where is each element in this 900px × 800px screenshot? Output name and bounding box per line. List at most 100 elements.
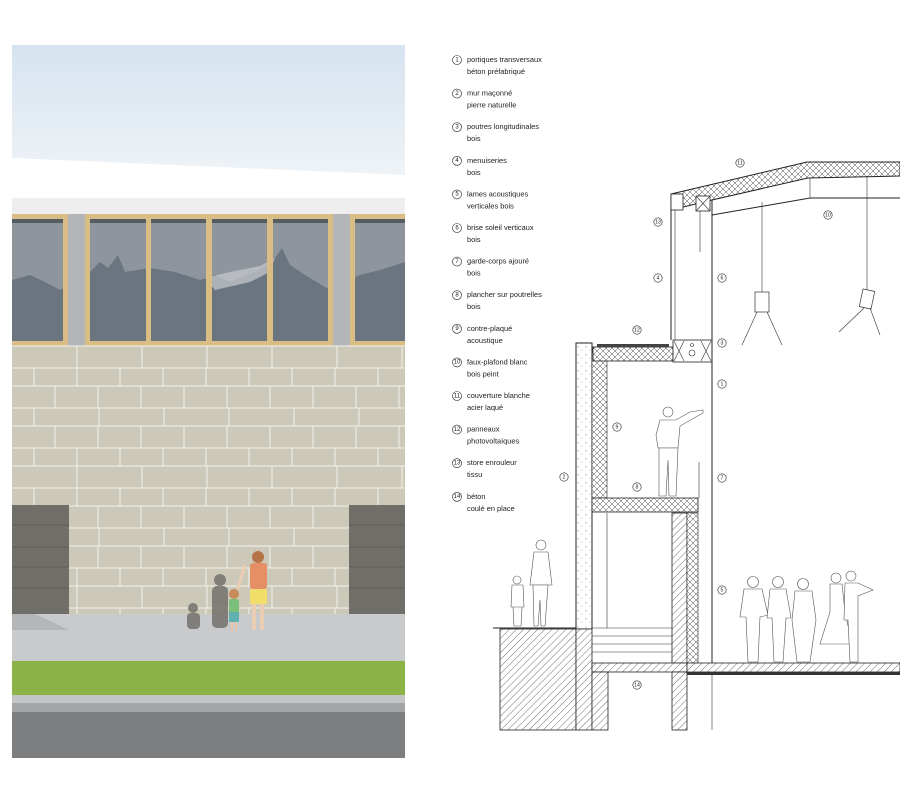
section-callout: 1	[717, 379, 727, 389]
legend-line2: bois	[467, 134, 481, 143]
section-callout: 14	[632, 680, 642, 690]
legend-number-badge	[452, 290, 462, 301]
stone-wall	[12, 345, 405, 630]
ceiling	[711, 197, 811, 216]
legend-number-badge	[452, 424, 462, 435]
stairs	[592, 627, 672, 653]
section-callout: 2	[559, 472, 569, 482]
legend-number: 10	[454, 360, 461, 366]
legend-line1: lames acoustiques	[467, 189, 529, 198]
legend-item: 1 portiques transversaux béton préfabriqué	[452, 55, 542, 76]
section-callout: 12	[632, 325, 642, 335]
legend-line2: tissu	[467, 470, 482, 479]
legend-line1: mur maçonné	[467, 89, 512, 98]
legend-number: 4	[455, 158, 459, 164]
legend-line2: béton préfabriqué	[467, 67, 525, 76]
concrete-column	[333, 214, 350, 346]
legend-line2: pierre naturelle	[467, 101, 516, 110]
legend-line2: photovoltaïques	[467, 437, 519, 446]
section-callout: 4	[653, 273, 663, 283]
legend-number-badge	[452, 357, 462, 368]
legend-line1: faux-plafond blanc	[467, 357, 528, 366]
legend-line1: store enrouleur	[467, 458, 517, 467]
adult-figure	[236, 551, 267, 630]
section-callout-number: 9	[616, 424, 619, 430]
legend-number-badge	[452, 223, 462, 233]
road	[12, 712, 405, 758]
legend-number-badge	[452, 55, 462, 65]
legend-item: 2 mur maçonné pierre naturelle	[452, 89, 516, 110]
legend-item: 14 béton coulé en place	[452, 491, 515, 513]
niche-left	[12, 505, 69, 615]
legend-number-badge	[452, 156, 462, 166]
legend-number: 5	[455, 192, 459, 198]
earth-fill	[499, 628, 577, 731]
legend-item: 13 store enrouleur tissu	[452, 458, 517, 479]
legend-line2: bois	[467, 269, 481, 278]
legend-number: 6	[455, 225, 459, 231]
section-callout: 7	[717, 473, 727, 483]
sky	[12, 45, 405, 175]
insulation-wall	[591, 351, 608, 499]
stone-wall-section	[575, 342, 593, 630]
legend-line1: garde-corps ajouré	[467, 257, 529, 266]
legend-line2: acier laqué	[467, 403, 503, 412]
section-callout: 9	[612, 422, 622, 432]
section-callout-number: 13	[655, 219, 661, 225]
legend-line2: coulé en place	[467, 504, 515, 513]
pendant-lamp	[838, 198, 881, 336]
legend-number: 8	[455, 293, 459, 299]
people-shadow	[187, 574, 228, 629]
legend-line2: bois	[467, 235, 481, 244]
legend-number-badge	[452, 391, 462, 401]
main-floor-slab	[686, 662, 900, 673]
low-roof	[592, 346, 674, 362]
legend-line1: panneaux	[467, 425, 500, 434]
legend-number-badge	[452, 491, 462, 502]
legend-number: 2	[455, 91, 459, 97]
curb-face	[12, 703, 405, 712]
section-callout: 11	[735, 158, 745, 168]
section-callout-number: 14	[634, 682, 640, 688]
legend-line1: béton	[467, 492, 486, 501]
section-callout-number: 8	[636, 484, 639, 490]
grass-strip	[12, 661, 405, 695]
legend-item: 5 lames acoustiques verticales bois	[452, 189, 529, 210]
child-figure	[229, 589, 239, 631]
legend-number: 12	[454, 427, 461, 433]
legend-line2: bois peint	[467, 369, 499, 378]
section-callout: 3	[717, 338, 727, 348]
section-callout-number: 3	[721, 340, 724, 346]
pavement	[12, 614, 405, 662]
legend-number-badge	[452, 189, 462, 200]
legend-number-badge	[452, 122, 462, 132]
legend-number-badge	[452, 323, 462, 334]
legend-number: 9	[455, 326, 459, 332]
legend-number: 13	[454, 461, 461, 467]
legend-number: 3	[455, 125, 459, 131]
section-callout: 13	[653, 217, 663, 227]
man-figure	[655, 406, 704, 497]
section-callout-number: 7	[721, 475, 724, 481]
concrete-wall	[671, 512, 688, 664]
legend-line1: portiques transversaux	[467, 55, 542, 64]
legend-number-badge	[452, 458, 462, 469]
woman-child-figure	[510, 539, 553, 627]
section-callout-number: 6	[721, 275, 724, 281]
niche-right	[349, 505, 405, 615]
section-callout: 10	[823, 210, 833, 220]
legend-line2: verticales bois	[467, 201, 514, 210]
legend-line2: bois	[467, 168, 481, 177]
group-figures	[739, 570, 874, 663]
legend-number: 1	[455, 57, 459, 63]
legend-item: 10 faux-plafond blanc bois peint	[452, 357, 528, 378]
legend-number: 14	[454, 494, 461, 500]
legend-number: 11	[454, 393, 461, 399]
section-callout-number: 4	[657, 275, 660, 281]
section-callout-number: 2	[563, 474, 566, 480]
section-callout-number: 10	[825, 212, 831, 218]
section-callout-number: 5	[721, 587, 724, 593]
